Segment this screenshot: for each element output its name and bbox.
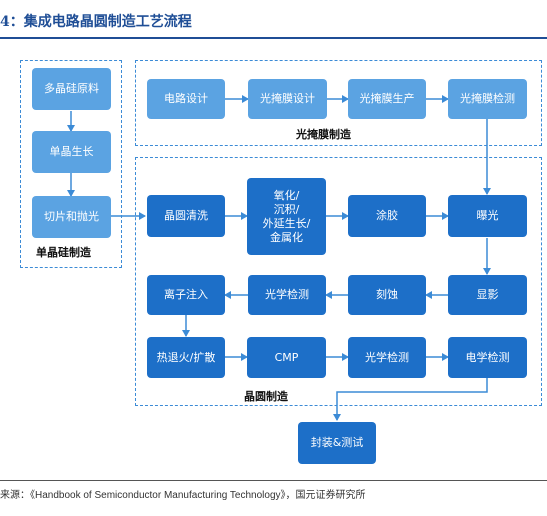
box-anneal-diffusion: 热退火/扩散 xyxy=(147,337,225,378)
box-etch: 刻蚀 xyxy=(348,275,426,315)
box-package-test: 封装&测试 xyxy=(298,422,376,464)
box-ion-implant: 离子注入 xyxy=(147,275,225,315)
region-label-wafer: 晶圆制造 xyxy=(244,390,288,403)
box-optical-inspection-2-label: 光学检测 xyxy=(365,350,409,364)
box-slice-polish: 切片和抛光 xyxy=(32,196,111,238)
box-mask-inspection: 光掩膜检测 xyxy=(448,79,527,119)
box-circuit-design-label: 电路设计 xyxy=(164,92,208,105)
box-ion-implant-label: 离子注入 xyxy=(164,288,208,301)
box-crystal-growth: 单晶生长 xyxy=(32,131,111,173)
box-wafer-clean-label: 晶圆清洗 xyxy=(164,209,208,222)
box-deposition: 氧化/ 沉积/ 外延生长/ 金属化 xyxy=(247,178,326,255)
box-poly-si-label: 多晶硅原料 xyxy=(44,82,99,95)
box-optical-inspection-1-label: 光学检测 xyxy=(265,288,309,301)
box-anneal-diffusion-label: 热退火/扩散 xyxy=(156,350,216,364)
box-exposure-label: 曝光 xyxy=(476,209,499,222)
region-label-mono-si: 单晶硅制造 xyxy=(36,246,91,259)
box-slice-polish-label: 切片和抛光 xyxy=(44,210,99,223)
box-crystal-growth-label: 单晶生长 xyxy=(49,145,94,158)
box-coating-label: 涂胶 xyxy=(376,209,398,222)
box-mask-design: 光掩膜设计 xyxy=(248,79,327,119)
box-coating: 涂胶 xyxy=(348,195,426,237)
region-label-photomask: 光掩膜制造 xyxy=(296,128,351,141)
box-poly-si: 多晶硅原料 xyxy=(32,68,111,110)
box-mask-design-label: 光掩膜设计 xyxy=(260,92,315,105)
box-cmp-label: CMP xyxy=(274,350,299,364)
title-rule xyxy=(0,37,547,39)
box-package-test-label: 封装&测试 xyxy=(310,436,364,449)
box-electrical-test-label: 电学检测 xyxy=(465,350,510,364)
box-circuit-design: 电路设计 xyxy=(147,79,225,119)
box-mask-production: 光掩膜生产 xyxy=(348,79,426,119)
region-photomask xyxy=(135,60,542,146)
box-optical-inspection-1: 光学检测 xyxy=(248,275,326,315)
box-wafer-clean: 晶圆清洗 xyxy=(147,195,225,237)
source-note: 来源：《Handbook of Semiconductor Manufactur… xyxy=(0,490,366,501)
box-deposition-label: 氧化/ 沉积/ 外延生长/ 金属化 xyxy=(262,188,311,244)
figure-title: 4：集成电路晶圆制造工艺流程 xyxy=(0,14,192,30)
box-exposure: 曝光 xyxy=(448,195,527,237)
box-etch-label: 刻蚀 xyxy=(376,288,398,301)
box-mask-production-label: 光掩膜生产 xyxy=(359,92,415,105)
box-optical-inspection-2: 光学检测 xyxy=(348,337,426,378)
arrow-electrical-to-package xyxy=(333,378,488,421)
region-wafer xyxy=(135,157,542,406)
box-electrical-test: 电学检测 xyxy=(448,337,527,378)
box-cmp: CMP xyxy=(247,337,326,378)
box-mask-inspection-label: 光掩膜检测 xyxy=(460,92,515,105)
region-mono-si xyxy=(20,60,122,268)
box-develop: 显影 xyxy=(448,275,527,315)
box-develop-label: 显影 xyxy=(476,288,499,301)
footer-rule xyxy=(0,480,547,481)
